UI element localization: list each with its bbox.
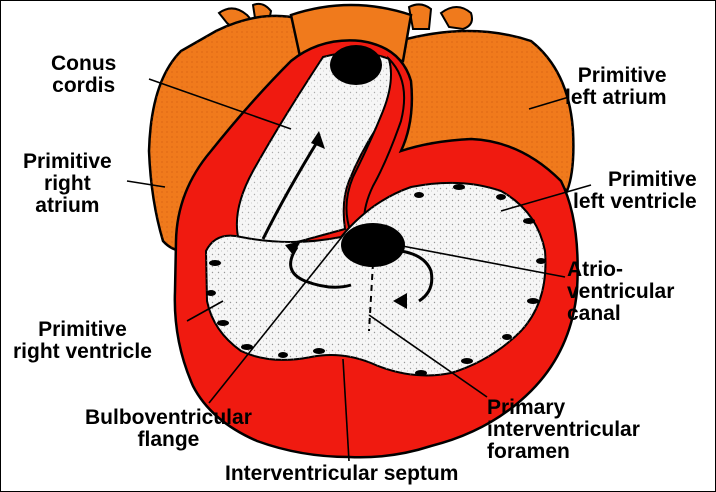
label-primitive-left-ventricle: Primitive left ventricle [573,169,697,213]
label-primitive-right-atrium: Primitive right atrium [23,151,112,217]
label-bulboventricular-flange: Bulboventricular flange [85,407,252,451]
label-atrioventricular-canal: Atrio- ventricular canal [567,259,674,325]
label-primitive-right-ventricle: Primitive right ventricle [13,319,152,363]
label-primary-interventricular-foramen: Primary interventricular foramen [487,397,640,463]
label-conus-cordis: Conus cordis [51,53,116,97]
label-interventricular-septum: Interventricular septum [225,463,458,485]
label-primitive-left-atrium: Primitive left atrium [565,65,667,109]
